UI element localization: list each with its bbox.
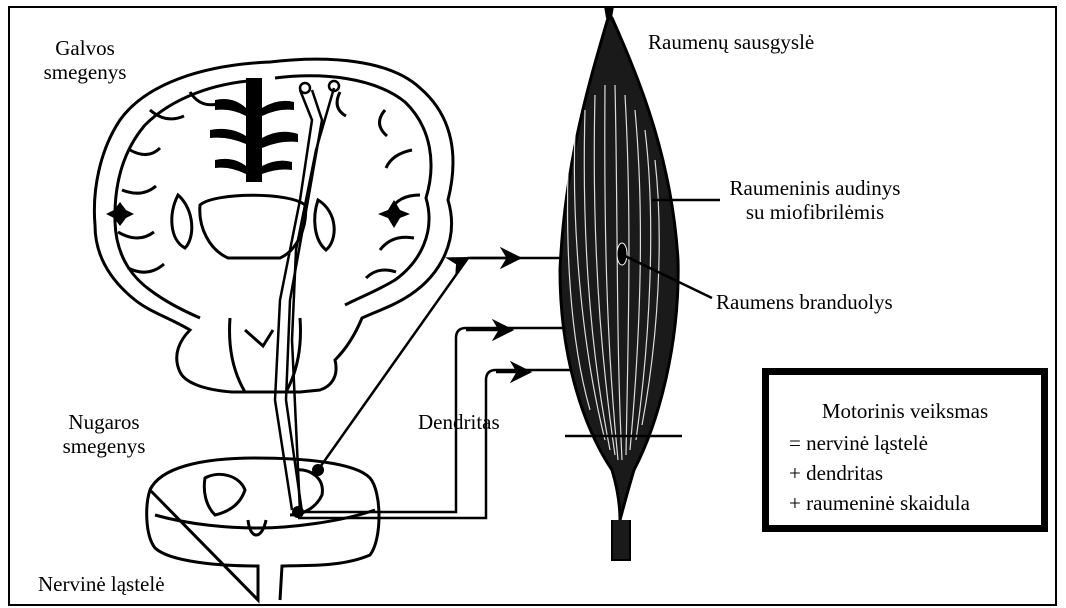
label-muscle-tissue: Raumeninis audinys su miofibrilėmis	[700, 176, 930, 224]
label-dendrite: Dendritas	[418, 410, 500, 434]
label-brain: Galvos smegenys	[30, 36, 140, 84]
spinal-cord-drawing	[147, 458, 379, 600]
label-spinal-cord-line-1: Nugaros	[44, 410, 164, 434]
legend-line-muscle-fiber: + raumeninė skaidula	[789, 491, 970, 516]
legend-title: Motorinis veiksmas	[769, 399, 1041, 424]
label-muscle-tissue-line-1: Raumeninis audinys	[700, 176, 930, 200]
label-muscle-tissue-line-2: su miofibrilėmis	[700, 200, 930, 224]
label-brain-line-2: smegenys	[30, 60, 140, 84]
neural-pathway	[275, 81, 339, 512]
label-spinal-cord-line-2: smegenys	[44, 434, 164, 458]
label-tendon: Raumenų sausgyslė	[648, 30, 814, 54]
label-spinal-cord: Nugaros smegenys	[44, 410, 164, 458]
label-nerve-cell: Nervinė ląstelė	[38, 572, 165, 596]
legend-line-nerve-cell: = nervinė ląstelė	[789, 431, 928, 456]
muscle-drawing	[560, 6, 678, 560]
legend-line-dendrite: + dendritas	[789, 461, 883, 486]
label-brain-line-1: Galvos	[30, 36, 140, 60]
label-muscle-nucleus: Raumens branduolys	[716, 290, 893, 314]
legend-box: Motorinis veiksmas = nervinė ląstelė + d…	[762, 368, 1048, 532]
